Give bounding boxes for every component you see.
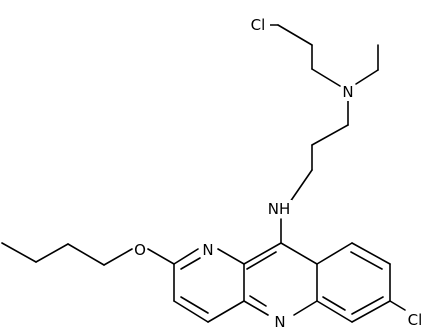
- chlorine-atom-label: Cl: [251, 16, 266, 34]
- bond: [311, 68, 341, 87]
- bond-set: [1, 24, 406, 323]
- bond: [103, 248, 133, 266]
- bond: [243, 300, 269, 316]
- bond: [173, 300, 209, 323]
- bond: [355, 69, 379, 85]
- bond: [351, 300, 391, 323]
- ether-oxygen-label: O: [134, 241, 146, 259]
- tertiary-amine-nitrogen-label: N: [342, 83, 353, 101]
- bond: [180, 257, 201, 270]
- bond: [316, 300, 353, 323]
- bond: [1, 242, 37, 263]
- bond: [316, 242, 353, 265]
- bond: [249, 295, 267, 307]
- bond: [351, 242, 391, 265]
- bond: [147, 248, 175, 265]
- ring-chlorine-label: Cl: [408, 311, 423, 329]
- bond: [350, 251, 383, 270]
- bond: [351, 296, 384, 315]
- bond: [35, 243, 69, 263]
- acridine-nitrogen-label: N: [274, 313, 285, 331]
- pyridine-nitrogen-label: N: [202, 241, 213, 259]
- atom-labels: Cl N NH O N N Cl: [133, 16, 426, 332]
- bond: [180, 296, 209, 314]
- bond: [173, 248, 199, 265]
- bond: [389, 300, 406, 311]
- bond: [207, 300, 245, 323]
- bond: [67, 243, 105, 266]
- bond: [293, 300, 318, 316]
- bond: [311, 124, 349, 146]
- secondary-amine-nh-label: NH: [268, 200, 291, 218]
- bond: [280, 242, 318, 265]
- bond: [322, 296, 346, 311]
- bond: [277, 24, 313, 46]
- bond: [246, 251, 277, 270]
- bond: [217, 248, 245, 265]
- bond: [243, 242, 282, 265]
- bond: [289, 169, 313, 203]
